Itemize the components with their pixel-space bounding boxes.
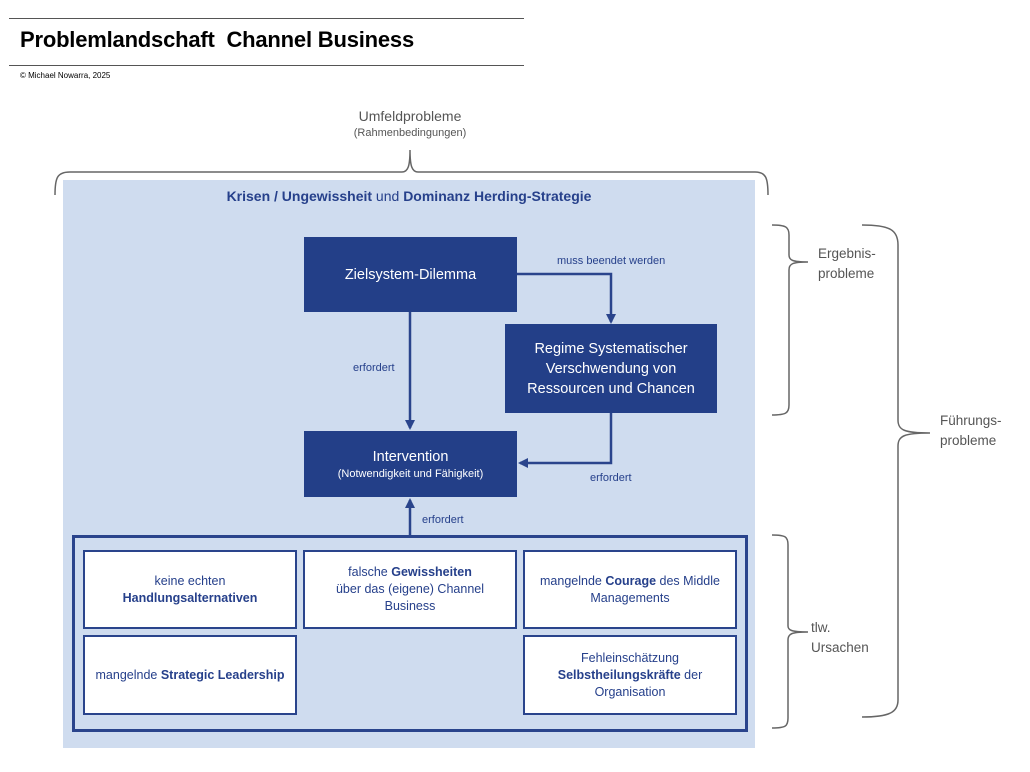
environment-sublabel: (Rahmenbedingungen) xyxy=(353,127,467,139)
header-bottom-rule xyxy=(9,65,524,66)
panel-title-crisis: Krisen / Ungewissheit xyxy=(226,188,373,204)
copyright: © Michael Nowarra, 2025 xyxy=(20,71,111,80)
header-top-rule xyxy=(9,18,524,19)
node-regime-line1: Regime Systematischer xyxy=(534,340,688,357)
edge-label-erfordert-ziel: erfordert xyxy=(353,362,395,374)
edge-label-erfordert-regime: erfordert xyxy=(590,472,632,484)
environment-label: Umfeldprobleme xyxy=(358,108,462,124)
brace-ursachen xyxy=(771,534,809,729)
edge-label-erfordert-causes: erfordert xyxy=(422,514,464,526)
brace-ergebnis xyxy=(771,224,809,416)
panel-title-and: und xyxy=(372,188,404,204)
panel-title-herding: Dominanz Herding-Strategie xyxy=(403,188,592,204)
node-regime-line2: Verschwendung von xyxy=(545,360,677,377)
panel-title: Krisen / Ungewissheit und Dominanz Herdi… xyxy=(63,188,755,204)
label-ursachen: tlw. Ursachen xyxy=(811,620,869,655)
cause-courage: mangelnde Courage des Middle Managements xyxy=(523,550,737,629)
node-intervention-subtitle: (Notwendigkeit und Fähigkeit) xyxy=(337,467,484,480)
node-zielsystem-label: Zielsystem-Dilemma xyxy=(344,266,477,283)
node-zielsystem-dilemma: Zielsystem-Dilemma xyxy=(304,237,517,312)
arrow-ziel-to-regime xyxy=(517,272,616,324)
node-regime: Regime Systematischer Verschwendung von … xyxy=(505,324,717,413)
causes-group xyxy=(72,535,748,732)
node-intervention-title: Intervention xyxy=(372,448,449,465)
cause-strategic-leadership: mangelnde Strategic Leadership xyxy=(83,635,297,715)
label-fuehrungsprobleme: Führungs- probleme xyxy=(940,413,1002,448)
arrow-regime-to-intervention xyxy=(518,413,613,468)
node-regime-line3: Ressourcen und Chancen xyxy=(527,380,695,397)
node-intervention: Intervention (Notwendigkeit und Fähigkei… xyxy=(304,431,517,497)
brace-fuehrung xyxy=(861,224,931,718)
edge-label-muss-beendet: muss beendet werden xyxy=(557,255,666,267)
label-ergebnisprobleme: Ergebnis- probleme xyxy=(818,246,876,281)
page-title: Problemlandschaft Channel Business xyxy=(20,27,414,52)
brace-environment xyxy=(54,149,769,196)
